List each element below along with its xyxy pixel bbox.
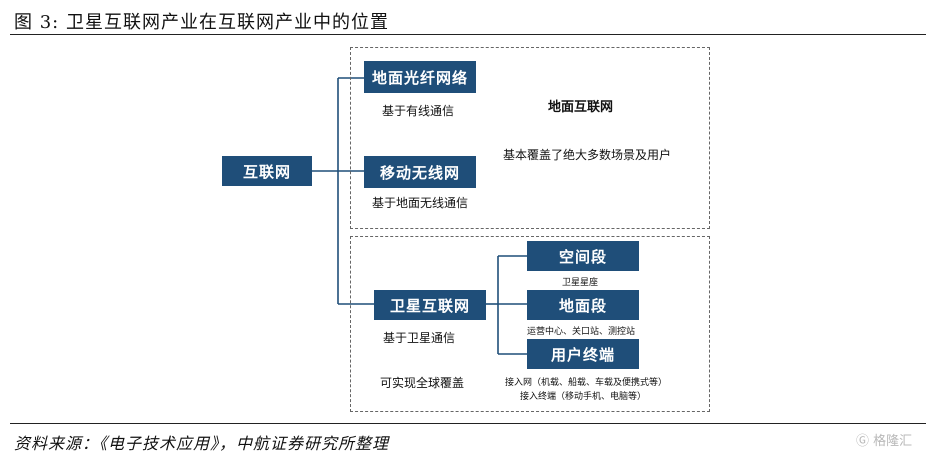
logo-icon: Ⓖ bbox=[856, 434, 870, 449]
space-segment-node: 空间段 bbox=[527, 241, 639, 271]
logo-text: 格隆汇 bbox=[873, 434, 913, 449]
footer-rule bbox=[10, 423, 926, 424]
global-coverage-note: 可实现全球覆盖 bbox=[380, 376, 465, 390]
fiber-note: 基于有线通信 bbox=[382, 104, 455, 118]
wireless-note: 基于地面无线通信 bbox=[372, 196, 469, 210]
fiber-network-node: 地面光纤网络 bbox=[364, 61, 476, 93]
ground-internet-title: 地面互联网 bbox=[548, 100, 614, 115]
satellite-internet-node: 卫星互联网 bbox=[374, 290, 486, 320]
user-terminal-note-2: 接入终端（移动手机、电脑等） bbox=[520, 392, 647, 402]
ground-segment-node: 地面段 bbox=[527, 290, 639, 320]
ground-internet-desc: 基本覆盖了绝大多数场景及用户 bbox=[503, 148, 672, 162]
watermark-logo: Ⓖ 格隆汇 bbox=[856, 430, 912, 449]
ground-segment-note: 运营中心、关口站、测控站 bbox=[527, 327, 636, 337]
space-segment-note: 卫星星座 bbox=[562, 278, 599, 288]
ground-internet-region bbox=[350, 47, 710, 229]
internet-node: 互联网 bbox=[222, 156, 312, 186]
figure-title: 图 3: 卫星互联网产业在互联网产业中的位置 bbox=[14, 12, 389, 33]
satellite-note: 基于卫星通信 bbox=[383, 331, 456, 345]
user-terminal-node: 用户终端 bbox=[527, 339, 639, 369]
title-rule bbox=[10, 34, 926, 35]
satellite-internet-region bbox=[350, 236, 710, 412]
source-note: 资料来源：《电子技术应用》，中航证券研究所整理 bbox=[14, 434, 390, 453]
user-terminal-note-1: 接入网（机载、船载、车载及便携式等） bbox=[505, 378, 668, 388]
mobile-wireless-node: 移动无线网 bbox=[364, 156, 476, 188]
